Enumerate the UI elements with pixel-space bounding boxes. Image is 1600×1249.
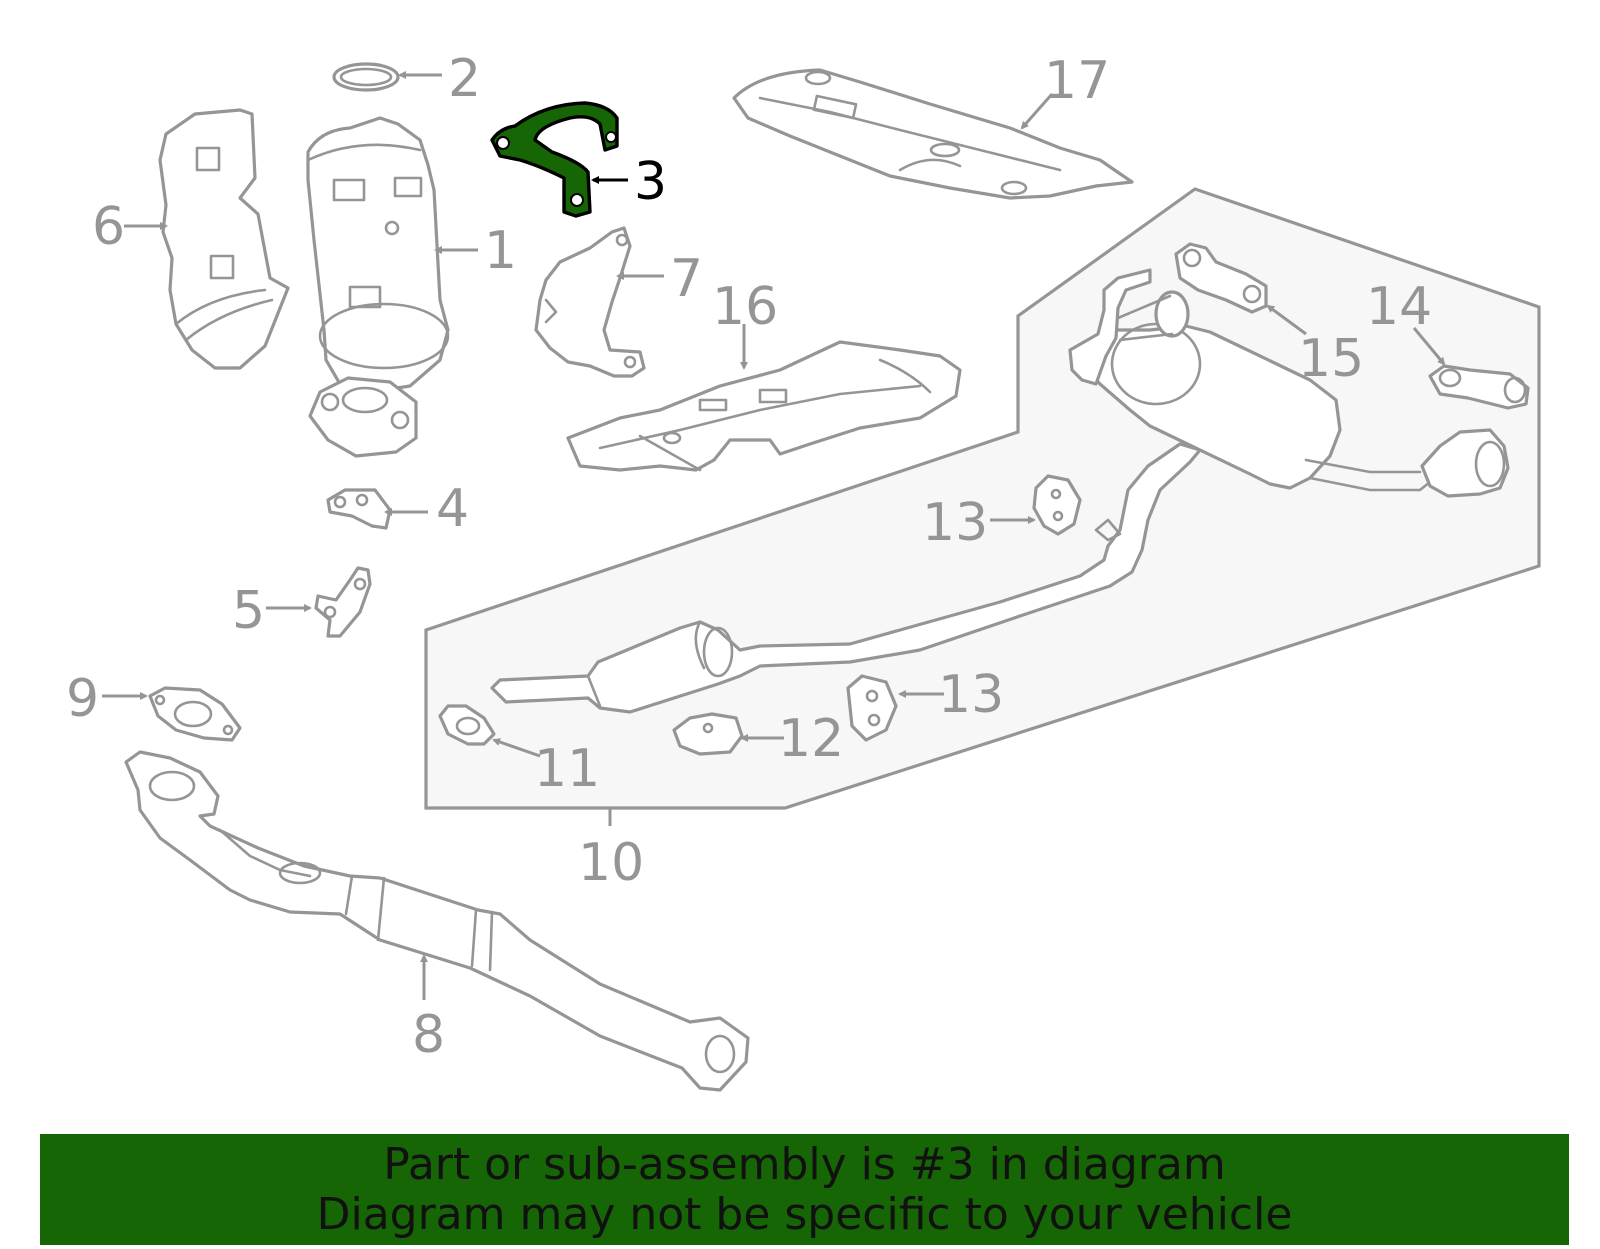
shield-part-7 xyxy=(534,226,646,378)
exhaust-system-diagram: 1 2 3 4 5 6 7 8 9 10 11 12 13 13 14 15 1… xyxy=(66,49,1541,1092)
callout-8: 8 xyxy=(412,1005,445,1065)
callout-2: 2 xyxy=(448,49,481,109)
catalytic-converter-part-1 xyxy=(306,116,450,458)
callout-10: 10 xyxy=(578,833,644,893)
hanger-part-14 xyxy=(1428,364,1530,410)
callout-15: 15 xyxy=(1298,329,1364,389)
callout-11: 11 xyxy=(534,739,600,799)
heat-shield-part-16 xyxy=(566,340,962,472)
heat-shield-part-6 xyxy=(158,108,290,370)
hanger-part-13-upper xyxy=(1032,474,1082,536)
callout-3: 3 xyxy=(634,152,667,212)
callout-17: 17 xyxy=(1044,51,1110,111)
callout-14: 14 xyxy=(1366,277,1432,337)
banner-line-2: Diagram may not be specific to your vehi… xyxy=(316,1189,1293,1240)
gasket-part-11 xyxy=(438,704,496,746)
callout-1: 1 xyxy=(484,221,517,281)
exhaust-assembly-part-10 xyxy=(490,268,1510,714)
info-banner: Part or sub-assembly is #3 in diagram Di… xyxy=(40,1134,1569,1245)
callout-4: 4 xyxy=(436,479,469,539)
bracket-part-4 xyxy=(326,488,392,530)
callout-7: 7 xyxy=(670,249,703,309)
bracket-part-3-highlighted xyxy=(490,101,619,218)
gasket-part-2 xyxy=(332,62,400,92)
callout-12: 12 xyxy=(778,709,844,769)
callout-13-lower: 13 xyxy=(938,665,1004,725)
front-pipe-part-8 xyxy=(124,750,750,1092)
heat-shield-part-17 xyxy=(732,68,1134,200)
bracket-part-5 xyxy=(314,566,372,638)
callout-9: 9 xyxy=(66,669,99,729)
callout-6: 6 xyxy=(92,197,125,257)
hanger-part-13-lower xyxy=(846,674,898,742)
callout-16: 16 xyxy=(712,277,778,337)
hanger-part-15 xyxy=(1174,242,1268,314)
callout-5: 5 xyxy=(232,581,265,641)
gasket-part-9 xyxy=(148,686,242,742)
callout-13-upper: 13 xyxy=(922,493,988,553)
banner-line-1: Part or sub-assembly is #3 in diagram xyxy=(383,1139,1226,1190)
